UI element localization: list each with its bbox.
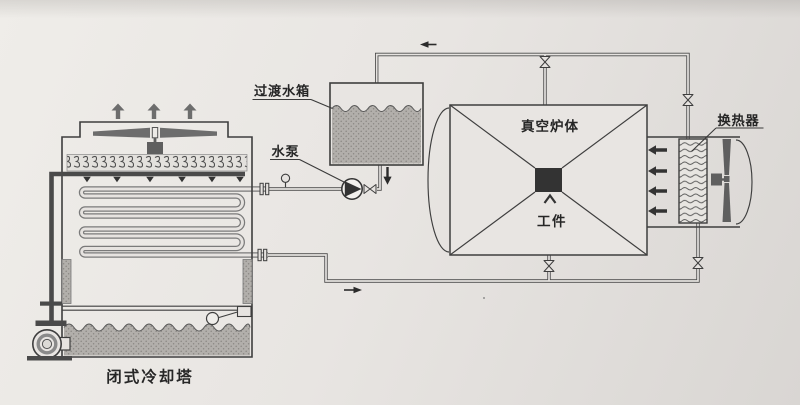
tank-water bbox=[332, 105, 421, 164]
fittings bbox=[257, 56, 704, 272]
fan-motor bbox=[147, 142, 163, 154]
riser-flange bbox=[40, 301, 62, 306]
left-arrow bbox=[648, 186, 667, 196]
exchanger-fan bbox=[711, 139, 731, 222]
airflow-arrows bbox=[648, 145, 667, 216]
furnace-door-arc-right bbox=[735, 139, 753, 225]
workpiece-caret bbox=[543, 193, 557, 204]
heat-exchanger-coil bbox=[678, 138, 708, 224]
closed-cooling-tower bbox=[27, 103, 268, 361]
valve bbox=[363, 184, 377, 194]
pressure-gauge bbox=[280, 173, 291, 188]
vacuum-furnace bbox=[427, 104, 648, 256]
fill-column-right bbox=[242, 259, 253, 304]
cooling-duct bbox=[647, 136, 753, 228]
valve bbox=[692, 257, 704, 269]
fill-column-left bbox=[61, 259, 72, 304]
pump-flange bbox=[35, 320, 67, 326]
basin-water bbox=[64, 324, 250, 356]
up-arrow bbox=[111, 103, 125, 119]
float-ball bbox=[205, 311, 220, 326]
up-arrow bbox=[183, 103, 197, 119]
label-transition-tank: 过渡水箱 bbox=[252, 83, 333, 110]
left-arrow bbox=[648, 206, 667, 216]
fan-hub bbox=[724, 176, 730, 182]
fan-blade-upper bbox=[722, 139, 731, 175]
labels: 过渡水箱 水泵 真空炉体 工件 换热器 闭式冷却塔 bbox=[106, 83, 764, 386]
furnace-diagonals bbox=[449, 104, 648, 256]
spray-riser-pipe bbox=[49, 171, 245, 325]
exhaust-air-arrows bbox=[111, 103, 197, 119]
fan-blade-right bbox=[160, 127, 217, 138]
motor-shaft bbox=[153, 137, 157, 142]
pump-base bbox=[27, 356, 72, 361]
pump-impeller-ring bbox=[36, 333, 58, 355]
fan-hub bbox=[151, 127, 159, 139]
tank-water-surface bbox=[331, 105, 422, 112]
valve bbox=[543, 260, 555, 272]
flow-arrow-down bbox=[383, 167, 392, 185]
fan-motor bbox=[711, 173, 722, 186]
heat-exchanger-text: 换热器 bbox=[718, 112, 760, 128]
furnace-door-arc-left bbox=[427, 107, 450, 253]
basin-water-surface bbox=[63, 323, 251, 332]
fan-blade-lower bbox=[722, 183, 731, 222]
spray-pump bbox=[27, 301, 72, 361]
left-arrow bbox=[648, 145, 667, 155]
pump-triangle bbox=[344, 181, 362, 197]
transition-tank-text: 过渡水箱 bbox=[254, 83, 310, 99]
flow-arrow-left bbox=[420, 41, 437, 48]
label-heat-exchanger: 换热器 bbox=[691, 112, 764, 152]
piping-network bbox=[266, 52, 700, 283]
water-pump bbox=[341, 178, 363, 200]
vacuum-furnace-text: 真空炉体 bbox=[521, 118, 579, 134]
float-valve bbox=[205, 305, 252, 326]
label-water-pump: 水泵 bbox=[270, 143, 346, 183]
flow-arrows bbox=[344, 41, 437, 294]
valve bbox=[539, 56, 551, 68]
pipe-flange bbox=[257, 248, 268, 262]
tower-coil bbox=[78, 186, 268, 258]
paper-speck bbox=[483, 297, 485, 299]
water-pump-text: 水泵 bbox=[272, 143, 300, 159]
workpiece-block bbox=[535, 168, 562, 192]
pipe-flange bbox=[259, 182, 270, 196]
flow-arrow-right bbox=[344, 286, 362, 294]
up-arrow bbox=[147, 103, 161, 119]
spray-nozzles bbox=[83, 176, 244, 183]
fan-blade-left bbox=[93, 127, 150, 138]
pump-hub bbox=[41, 338, 53, 350]
valve bbox=[682, 94, 694, 106]
transition-water-tank bbox=[329, 82, 424, 166]
drift-eliminator bbox=[66, 154, 248, 172]
workpiece-text: 工件 bbox=[537, 213, 567, 229]
left-arrow bbox=[648, 166, 667, 176]
tower-fan bbox=[93, 127, 217, 154]
cooling-tower-caption: 闭式冷却塔 bbox=[106, 367, 194, 386]
